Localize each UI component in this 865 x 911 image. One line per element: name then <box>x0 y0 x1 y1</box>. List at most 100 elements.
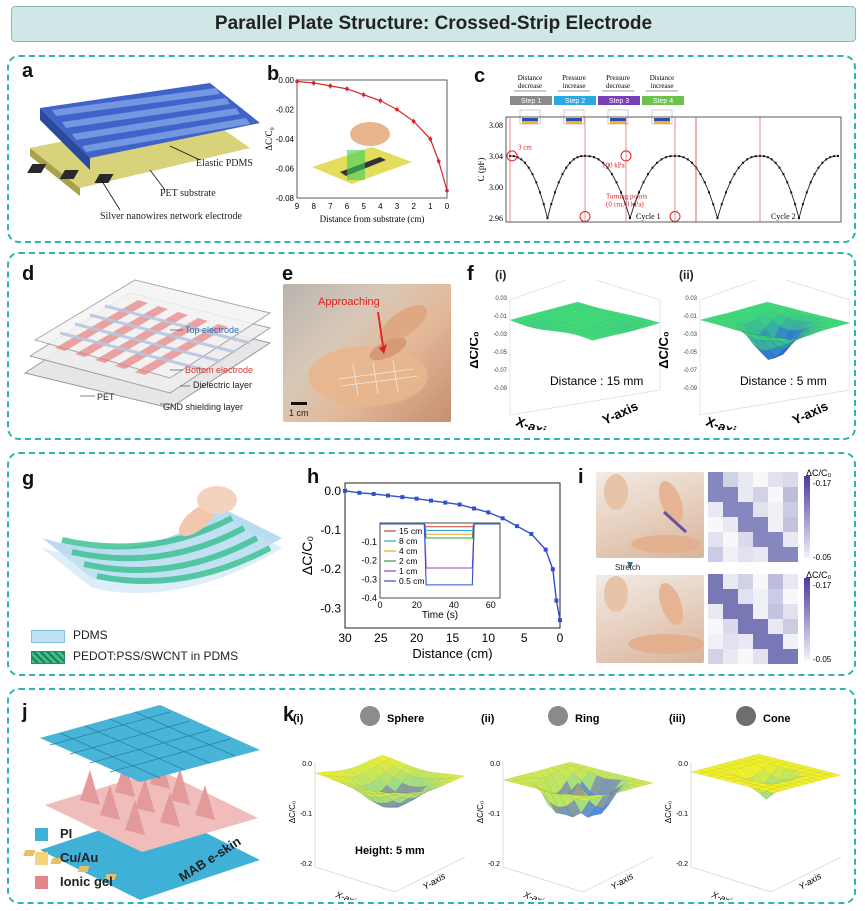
c-point <box>733 173 736 176</box>
k-xaxis: X-axis <box>333 889 361 900</box>
h-inset-legend-label: 4 cm <box>399 546 417 556</box>
f-ii-yaxis: Y-axis <box>790 398 830 427</box>
h-point <box>543 547 548 552</box>
h-inset-legend-label: 1 cm <box>399 566 417 576</box>
c-point <box>766 156 769 159</box>
k-xaxis: X-axis <box>709 889 737 900</box>
c-point <box>809 181 812 184</box>
c-point <box>762 155 765 158</box>
k-2-cell <box>825 772 842 777</box>
i-heatmap-bottom-cell <box>783 649 798 664</box>
k-shape-icon <box>548 706 568 726</box>
f-i-ytick: 0.03 <box>495 296 507 302</box>
c-point <box>778 166 781 169</box>
panel-label-c: c <box>474 65 486 87</box>
i-heatmap-top-cell <box>768 547 783 562</box>
i-heatmap-top-cell <box>738 517 753 532</box>
i-heatmap-top-cell <box>708 487 723 502</box>
k-0-cell <box>436 781 452 787</box>
c-point <box>725 191 727 194</box>
c-ytick: 2.96 <box>489 214 503 223</box>
panel-f-surfaces: 0.03-0.01-0.03-0.05-0.07-0.09ΔC/C₀Distan… <box>470 280 850 430</box>
c-step-label: Step 1 <box>521 98 541 105</box>
i-heatmap-top-cell <box>723 547 738 562</box>
i-heatmap-top-cell <box>738 502 753 517</box>
c-point <box>561 173 564 176</box>
i-heatmap-top-cell <box>738 547 753 562</box>
i-heatmap-bottom-cell <box>738 619 753 634</box>
k-ylabel: ΔC/C₀ <box>664 801 673 823</box>
c-point <box>576 156 579 159</box>
i-heatmap-bottom-cell <box>753 589 768 604</box>
c-point <box>539 191 541 194</box>
h-inset-frame <box>379 522 501 599</box>
k-ytick: -0.1 <box>676 811 688 818</box>
c-point <box>805 191 808 194</box>
c-ytick: 3.00 <box>489 183 503 192</box>
c-point <box>699 173 702 176</box>
c-step-bar <box>642 96 684 105</box>
section-stretchable <box>7 452 856 676</box>
i-heatmap-bottom-cell <box>723 619 738 634</box>
h-xtick: 10 <box>482 631 496 645</box>
c-step-label: Step 3 <box>609 98 629 105</box>
h-inset-legend-label: 0.5 cm <box>399 576 425 586</box>
legend-pi-swatch <box>35 828 48 841</box>
f-i-ytick: -0.07 <box>493 368 507 374</box>
c-point <box>665 156 667 159</box>
c-point <box>524 161 526 164</box>
h-point <box>414 496 419 501</box>
legend-gel-label: Ionic gel <box>60 874 113 889</box>
c-step-desc: Pressure <box>606 74 630 82</box>
i-heatmap-bottom-cell <box>783 589 798 604</box>
h-inset-xtick: 40 <box>449 600 459 610</box>
k-0-cell <box>389 792 405 795</box>
h-xlabel: Distance (cm) <box>412 646 492 661</box>
panel-label-g: g <box>22 468 35 490</box>
c-step-bar <box>510 96 552 105</box>
i-heatmap-top-cell <box>723 502 738 517</box>
panel-k-surfaces: (i)Sphere0.0-0.1-0.2ΔC/C₀X-axisY-axisHei… <box>288 706 842 900</box>
c-point <box>512 155 515 158</box>
c-step-icon-base <box>566 121 582 124</box>
i-heatmap-top-cb-label: ΔC/C₀ <box>806 468 832 478</box>
i-heatmap-top-cell <box>768 487 783 502</box>
b-ytick: -0.08 <box>276 194 295 203</box>
h-point <box>500 516 505 521</box>
c-point <box>833 155 836 158</box>
f-i-ytick: -0.09 <box>493 386 507 392</box>
panel-label-f: f <box>467 263 474 285</box>
k-1-cell <box>637 780 654 785</box>
i-heatmap-top-cell <box>783 472 798 487</box>
c-point <box>790 191 793 194</box>
c-step-icon-plate <box>522 118 538 121</box>
c-step-icon-base <box>654 121 670 124</box>
c-point <box>638 191 640 194</box>
c-step-icon-plate <box>610 118 626 121</box>
f-ii-ytick: -0.03 <box>683 332 697 338</box>
c-point <box>557 181 560 184</box>
h-ytick: -0.1 <box>320 523 341 537</box>
h-point <box>486 510 491 515</box>
legend-pedot-label: PEDOT:PSS/SWCNT in PDMS <box>73 649 239 663</box>
b-xtick: 2 <box>411 202 416 211</box>
f-i-cell <box>624 327 640 331</box>
c-point <box>535 181 538 184</box>
panel-g-illustration <box>42 486 282 593</box>
h-xtick: 25 <box>374 631 388 645</box>
panel-i-hands <box>604 474 704 654</box>
c-point <box>565 166 568 169</box>
c-point <box>737 166 740 169</box>
h-point <box>443 500 448 505</box>
c-point <box>550 203 553 206</box>
k-height: Height: 5 mm <box>355 845 425 857</box>
h-inset-series <box>380 523 500 586</box>
panel-label-h: h <box>307 466 320 488</box>
i-heatmap-top-cell <box>753 502 768 517</box>
panel-label-e: e <box>282 263 294 285</box>
f-ii-cell <box>774 338 790 342</box>
i-heatmap-bottom-cell <box>738 634 753 649</box>
f-i-box <box>509 280 661 416</box>
k-2-cell <box>791 781 808 786</box>
